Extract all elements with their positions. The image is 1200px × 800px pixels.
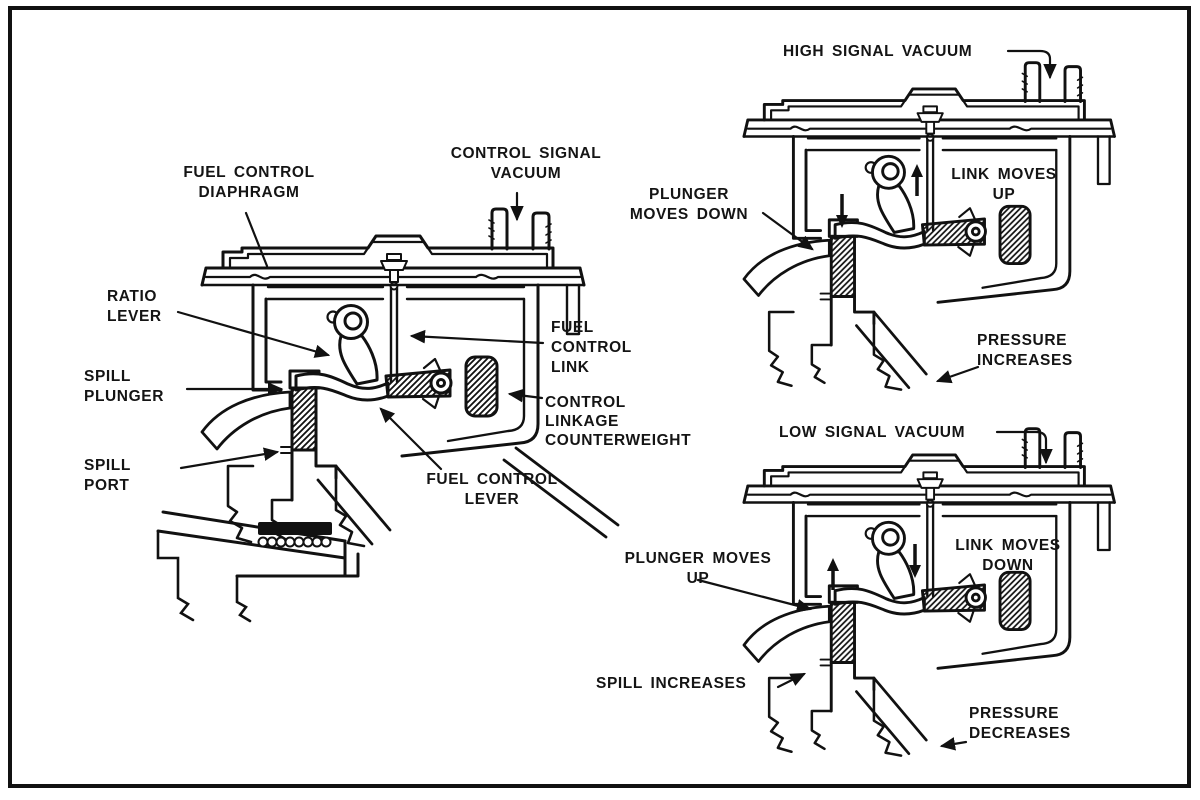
label-fuel-control-link: FUEL CONTROL LINK [551, 319, 632, 376]
label-spill-plunger: SPILL PLUNGER [84, 368, 164, 405]
fuel-control-unit-low-signal [742, 427, 1116, 758]
label-plunger-moves-down: PLUNGER MOVES DOWN [629, 186, 749, 223]
leader-pressure-increases [935, 365, 980, 384]
leader-plunger-moves-up [696, 578, 813, 613]
leader-fuel-control-diaphragm [244, 211, 269, 268]
label-fuel-control-lever: FUEL CONTROL LEVER [426, 471, 558, 508]
movement-arrows-high [836, 164, 923, 228]
leader-fuel-control-lever [379, 407, 443, 471]
label-link-moves-down: LINK MOVES DOWN [955, 537, 1061, 574]
leader-spill-port [179, 447, 280, 470]
label-low-signal-vacuum: LOW SIGNAL VACUUM [779, 424, 966, 441]
label-fuel-control-diaphragm: FUEL CONTROL DIAPHRAGM [183, 164, 315, 201]
label-ratio-lever: RATIO LEVER [107, 288, 162, 325]
leader-spill-increases [776, 672, 807, 689]
label-link-moves-up: LINK MOVES UP [951, 166, 1057, 203]
leader-high-signal-vacuum [1006, 49, 1057, 80]
label-spill-increases: SPILL INCREASES [596, 675, 747, 692]
label-pressure-increases: PRESSURE INCREASES [977, 332, 1073, 369]
leader-arrows [176, 49, 1057, 751]
label-pressure-decreases: PRESSURE DECREASES [969, 705, 1071, 742]
label-plunger-moves-up: PLUNGER MOVES UP [624, 550, 772, 587]
label-spill-port: SPILL PORT [84, 457, 131, 494]
fuel-control-unit-main [156, 207, 620, 623]
leader-fuel-control-link [409, 329, 545, 345]
leader-low-signal-vacuum [995, 430, 1053, 465]
label-high-signal-vacuum: HIGH SIGNAL VACUUM [783, 43, 973, 60]
movement-arrows-low [827, 544, 921, 590]
label-control-linkage-counterweight: CONTROL LINKAGE COUNTERWEIGHT [545, 394, 692, 449]
leader-pressure-decreases [939, 737, 968, 751]
label-control-signal-vacuum: CONTROL SIGNAL VACUUM [450, 145, 602, 182]
leader-plunger-moves-down [761, 211, 814, 251]
leader-ratio-lever [176, 310, 331, 358]
fuel-control-unit-high-signal [742, 61, 1116, 392]
spring-shelf [156, 446, 620, 623]
leader-control-linkage-counterweight [507, 388, 544, 403]
